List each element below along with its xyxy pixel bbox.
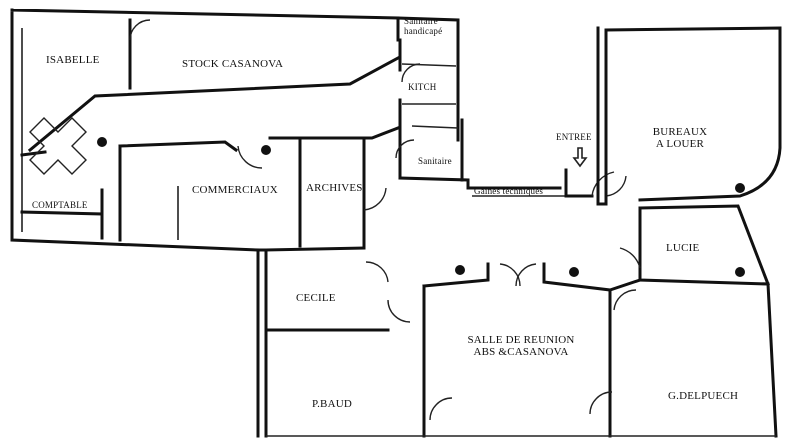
room-label-commerciaux: COMMERCIAUX (192, 184, 278, 196)
room-label-bureaux-line2: A LOUER (655, 138, 705, 150)
room-label-isabelle: ISABELLE (46, 54, 100, 66)
corridor-wall-bottom (20, 126, 400, 157)
room-label-gdelpuech: G.DELPUECH (668, 390, 739, 402)
column-dot (261, 145, 271, 155)
room-label-cecile: CECILE (296, 292, 336, 304)
corridor-wall-top (27, 55, 401, 153)
column-dot (735, 267, 745, 277)
room-label-bureaux-a-louer: BUREAUX A LOUER (640, 126, 720, 150)
room-label-sanitaire: Sanitaire (418, 156, 452, 166)
room-label-lucie: LUCIE (666, 242, 700, 254)
room-label-stock-casanova: STOCK CASANOVA (182, 58, 284, 70)
entrance-arrow-icon (572, 147, 588, 168)
room-label-salle-reunion-line1: SALLE DE REUNION (467, 334, 575, 346)
room-label-comptable: COMPTABLE (32, 200, 88, 210)
room-label-sanitaire-handicape: Sanitaire handicapé (404, 16, 443, 36)
column-dot (735, 183, 745, 193)
entrance-label: ENTREE (556, 132, 592, 142)
column-dot (455, 265, 465, 275)
label-gaines-techniques: Gaines techniques (474, 186, 544, 196)
outer-wall-left (10, 8, 400, 438)
room-label-archives: ARCHIVES (306, 182, 363, 194)
column-dot (569, 267, 579, 277)
room-label-pbaud: P.BAUD (312, 398, 353, 410)
room-label-bureaux-line1: BUREAUX (652, 126, 708, 138)
outer-wall-right-block (596, 26, 782, 206)
revolving-door-icon (29, 117, 87, 175)
room-label-salle-reunion: SALLE DE REUNION ABS &CASANOVA (456, 334, 586, 358)
room-label-kitch: KITCH (408, 82, 437, 92)
room-label-salle-reunion-line2: ABS &CASANOVA (473, 346, 569, 358)
column-dot (97, 137, 107, 147)
